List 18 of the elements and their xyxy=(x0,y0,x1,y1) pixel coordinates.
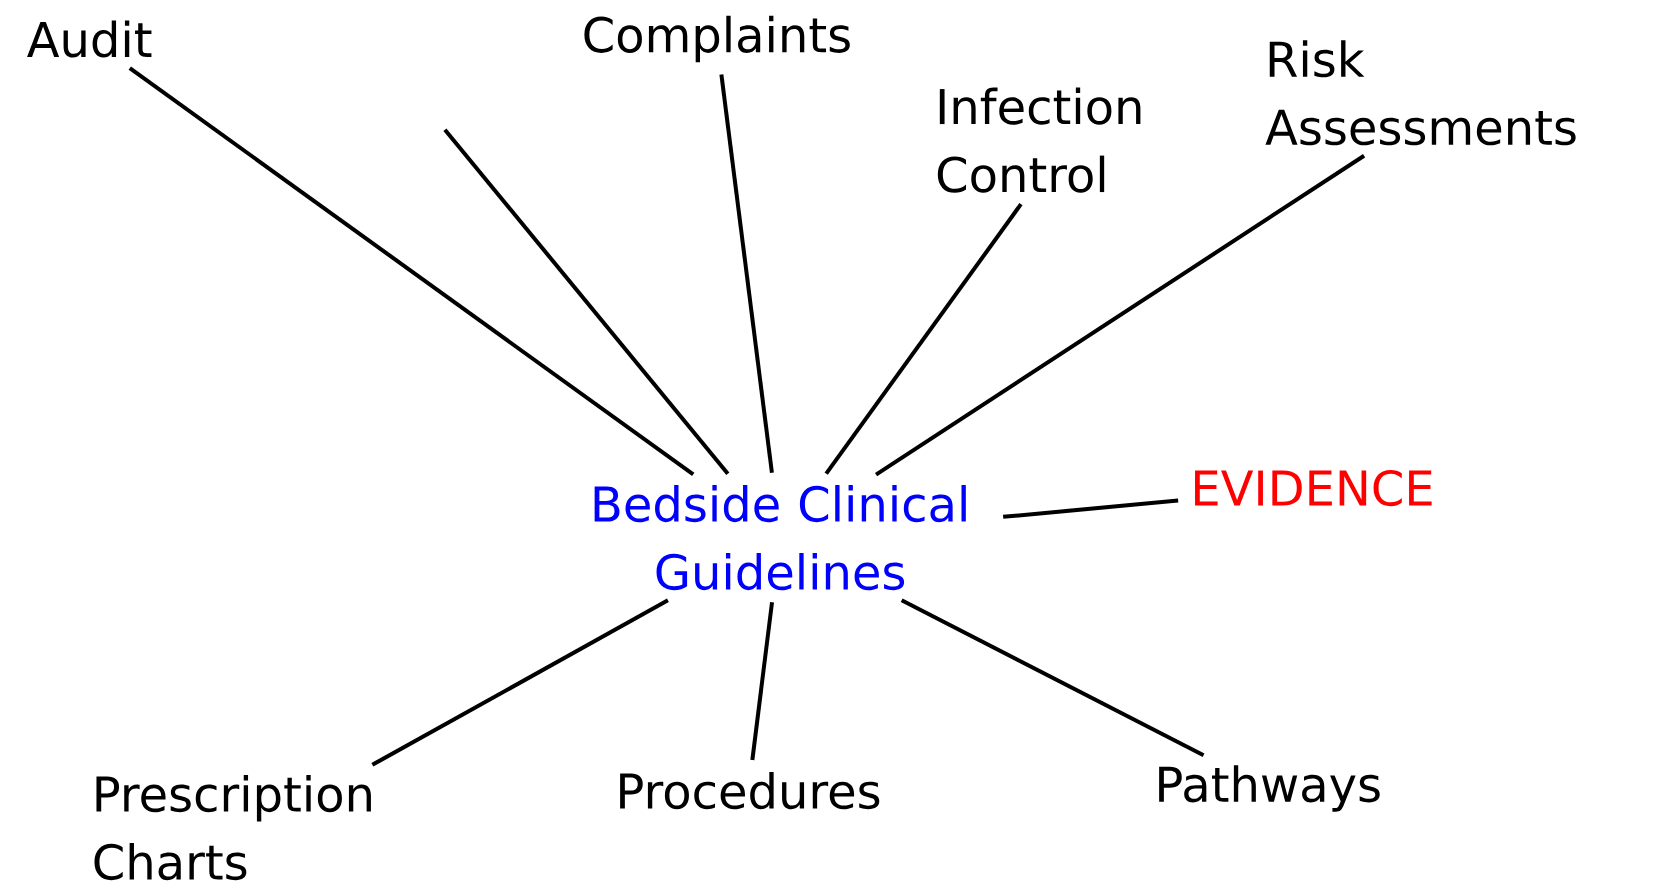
label-text: Pathways xyxy=(1159,765,1380,812)
label-text: Complaints xyxy=(584,15,850,63)
label-text: Prescription Charts xyxy=(94,775,371,881)
label-text: Procedures xyxy=(620,772,880,810)
label-text: EVIDENCE xyxy=(1195,469,1432,507)
label-text: Risk Assessments xyxy=(1265,40,1576,146)
connector-line xyxy=(874,154,1366,477)
label-text: Bedside Clinical Guidelines xyxy=(594,485,966,591)
connector-line xyxy=(443,128,730,475)
label-text: Audit xyxy=(27,20,152,58)
connector-line xyxy=(1002,498,1179,519)
connector-line xyxy=(900,598,1205,757)
connector-line xyxy=(824,203,1023,475)
connector-line xyxy=(719,74,774,474)
connector-line xyxy=(750,602,775,761)
label-text: Infection Control xyxy=(937,87,1141,193)
connector-line xyxy=(371,598,669,767)
connector-line xyxy=(128,66,695,477)
